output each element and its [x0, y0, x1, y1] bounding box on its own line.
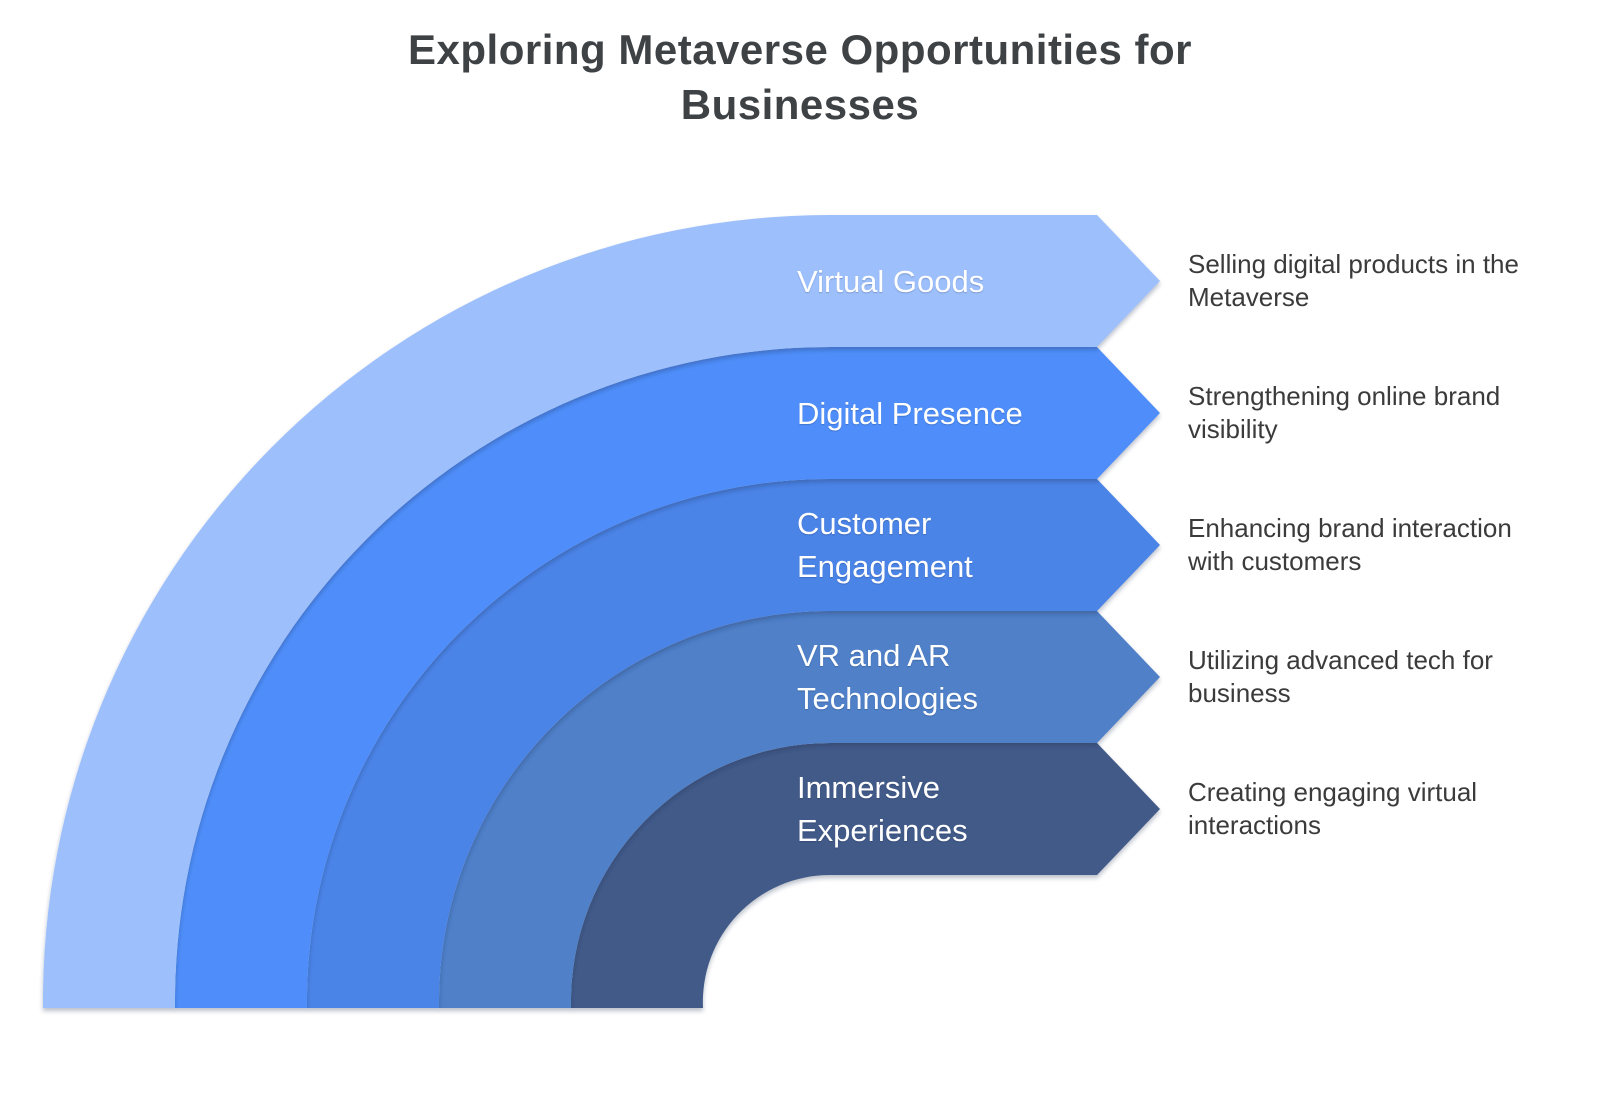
- band-label-digital-presence: Digital Presence: [797, 395, 1023, 431]
- band-description-digital-presence: Strengthening online brand visibility: [1188, 381, 1501, 444]
- band-description-vr-and-ar-technologies: Utilizing advanced tech for business: [1188, 645, 1493, 708]
- band-arrow-digital-presence: [174, 347, 1160, 1008]
- band-description-virtual-goods: Selling digital products in the Metavers…: [1188, 249, 1519, 312]
- diagram-title: Exploring Metaverse Opportunities for Bu…: [408, 26, 1192, 128]
- band-description-customer-engagement: Enhancing brand interaction with custome…: [1188, 513, 1512, 576]
- band-label-virtual-goods: Virtual Goods: [797, 263, 985, 299]
- band-arrow-immersive-experiences: [570, 743, 1160, 1008]
- band-arrow-customer-engagement: [306, 479, 1160, 1008]
- band-description-immersive-experiences: Creating engaging virtual interactions: [1188, 777, 1478, 840]
- band-label-immersive-experiences: Immersive Experiences: [797, 770, 968, 848]
- band-label-customer-engagement: Customer Engagement: [797, 506, 973, 584]
- band-arrow-vr-and-ar-technologies: [438, 611, 1160, 1008]
- band-label-vr-and-ar-technologies: VR and AR Technologies: [797, 638, 978, 716]
- band-arrow-virtual-goods: [42, 215, 1160, 1008]
